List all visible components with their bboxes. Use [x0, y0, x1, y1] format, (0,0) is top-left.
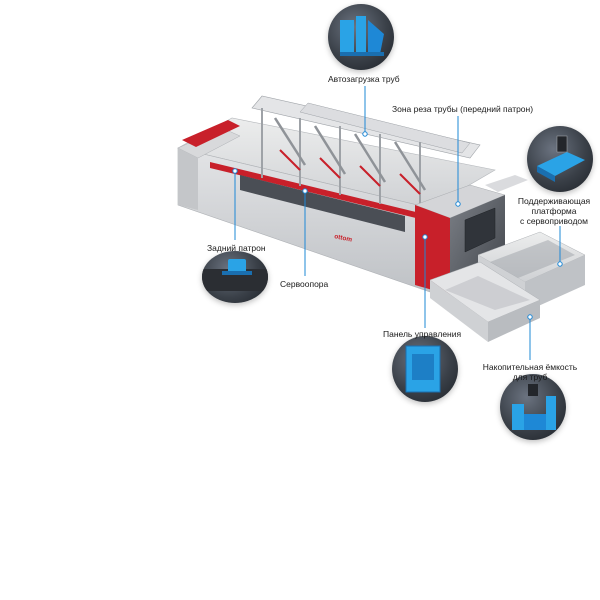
label-support-platform-line3: с сервоприводом: [519, 216, 589, 226]
storage-bin-thumbnail: [500, 374, 566, 440]
label-storage-bin-line1: Накопительная ёмкость: [482, 362, 578, 372]
label-support-platform-line2: платформа: [531, 206, 577, 216]
brand-logo: ottom: [334, 233, 353, 244]
loader-frames: [251, 95, 481, 210]
storage-bin: [429, 261, 541, 342]
label-storage-bin: Накопительная ёмкость для труб: [478, 362, 582, 382]
support-platform-thumbnail: [527, 126, 593, 192]
label-control-panel: Панель управления: [383, 329, 462, 339]
label-support-platform: Поддерживающая платформа с сервоприводом: [514, 196, 594, 226]
label-cutting-zone: Зона реза трубы (передний патрон): [392, 104, 534, 114]
control-panel-thumbnail: [392, 336, 458, 402]
label-servo-support: Сервоопора: [280, 279, 329, 289]
label-tube-autoloader: Автозагрузка труб: [328, 74, 400, 84]
autoloader-thumbnail: [328, 4, 394, 70]
label-storage-bin-line2: для труб: [512, 372, 548, 382]
callout-lines: [234, 86, 561, 360]
label-support-platform-line1: Поддерживающая: [517, 196, 591, 206]
label-rear-chuck: Задний патрон: [207, 243, 266, 253]
callout-dots: [232, 131, 563, 320]
rear-chuck-thumbnail: [202, 251, 268, 303]
